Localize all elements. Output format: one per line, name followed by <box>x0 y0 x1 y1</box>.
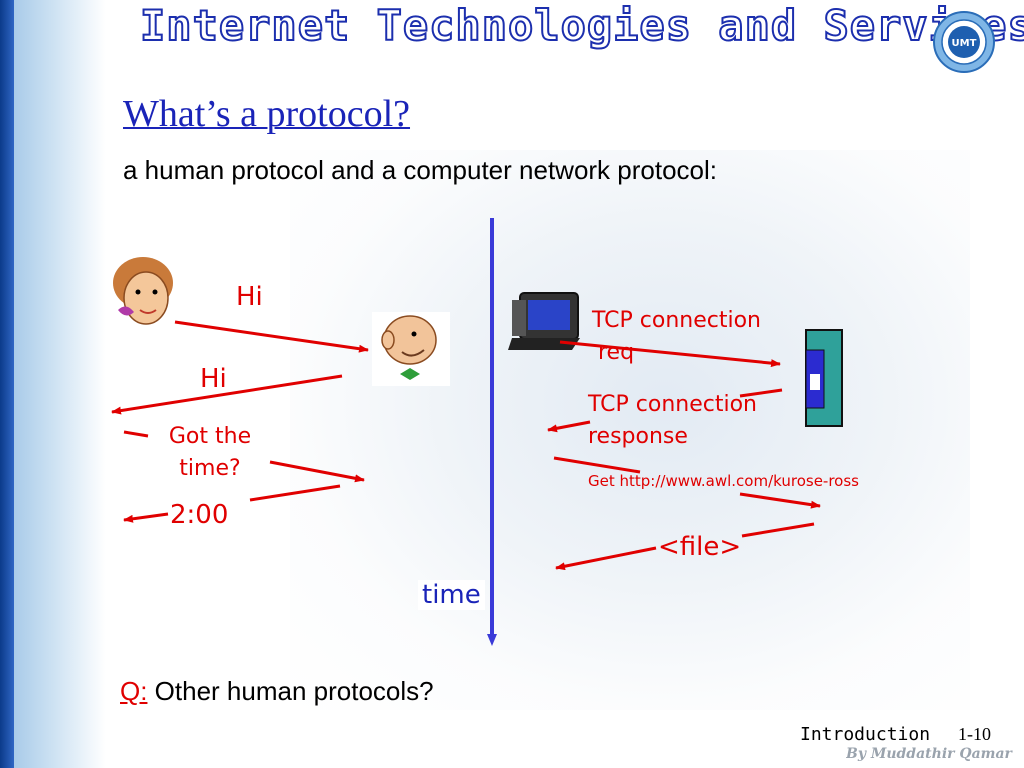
reply-arrow-start <box>249 484 341 502</box>
file-label: <file> <box>658 532 742 562</box>
woman-face-icon <box>113 257 173 325</box>
got-time-arrow-start <box>123 430 149 438</box>
left-gradient-band <box>14 0 106 768</box>
get-arrow <box>739 492 821 509</box>
slide-subheading: a human protocol and a computer network … <box>123 155 718 185</box>
hi-arrow-to-woman <box>111 374 343 415</box>
signature-image: By Muddathir Qamar <box>846 746 1014 762</box>
tcp-req-arrow <box>559 340 781 368</box>
tcp-resp-label-line1: TCP connection <box>588 392 757 417</box>
university-logo-icon: UMT <box>933 11 995 73</box>
file-arrow <box>555 546 657 571</box>
hi-arrow-to-man <box>174 320 369 353</box>
hi-label-2: Hi <box>200 364 227 394</box>
slide-heading: What’s a protocol? <box>123 93 411 135</box>
question-text: Other human protocols? <box>147 676 434 706</box>
course-title: Internet Technologies and Services <box>139 0 1024 51</box>
question-line: Q: Other human protocols? <box>120 676 434 707</box>
desktop-computer-icon <box>508 292 580 350</box>
footer-section: Introduction <box>800 724 931 745</box>
logo-text: UMT <box>952 38 977 49</box>
got-time-arrow <box>269 460 365 483</box>
reply-arrow <box>123 512 169 523</box>
file-arrow-start <box>741 522 815 538</box>
got-time-label-line1: Got the <box>168 424 252 449</box>
man-face-icon <box>372 312 450 386</box>
footer-page-number: 1-10 <box>958 724 992 744</box>
left-accent-bar <box>0 0 14 768</box>
reply-label: 2:00 <box>170 500 229 530</box>
tcp-req-label-line1: TCP connection <box>592 308 761 333</box>
got-time-label-line2: time? <box>179 456 241 481</box>
signature-text: By Muddathir Qamar <box>846 746 1014 762</box>
get-arrow-start <box>553 456 641 474</box>
tcp-resp-label-line2: response <box>588 424 688 449</box>
hi-label-1: Hi <box>236 282 263 312</box>
tcp-req-label-line2: req <box>598 340 635 365</box>
server-icon <box>805 329 843 427</box>
get-request-label: Get http://www.awl.com/kurose-ross <box>588 472 859 490</box>
tcp-resp-arrow-start <box>739 388 783 398</box>
question-prefix: Q: <box>120 676 148 706</box>
time-axis-label: time <box>418 580 485 610</box>
footer: Introduction 1-10 <box>800 724 991 745</box>
tcp-resp-arrow <box>547 420 591 433</box>
background-computers-image <box>290 150 970 710</box>
